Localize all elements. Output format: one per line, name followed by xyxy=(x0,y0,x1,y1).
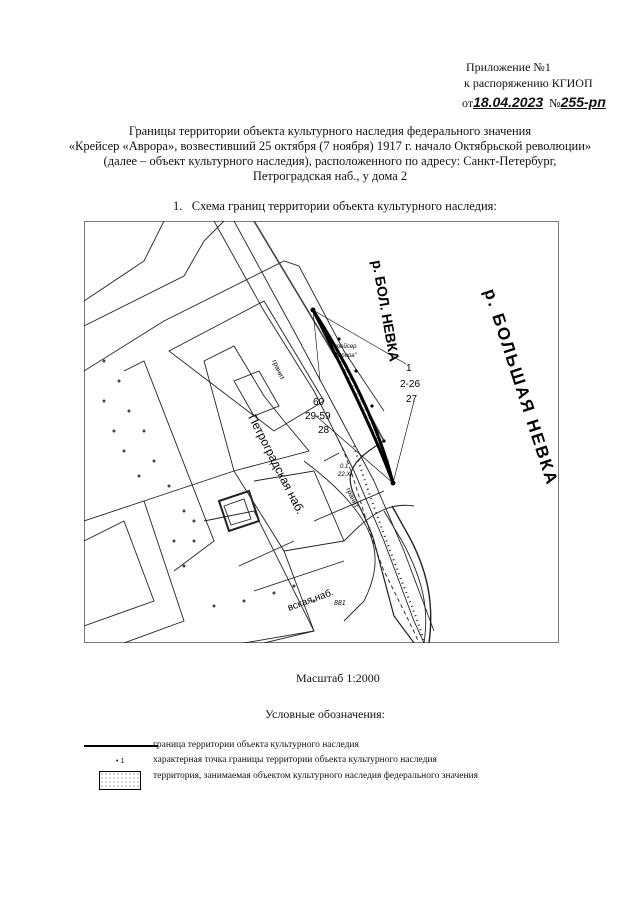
point-label-28: 28 xyxy=(318,425,330,436)
point-label-1: 1 xyxy=(406,363,412,374)
title-line-3: (далее – объект культурного наследия), р… xyxy=(103,154,557,168)
boundary-points xyxy=(310,307,396,486)
legend-line-symbol xyxy=(84,745,158,747)
depth-mark: 0.1 xyxy=(340,464,348,470)
legend-item-point: характерная точка границы территории объ… xyxy=(153,755,437,765)
legend-item-area: территория, занимаемая объектом культурн… xyxy=(153,771,478,781)
title-line-2: «Крейсер «Аврора», возвестивший 25 октяб… xyxy=(68,139,592,153)
legend-point-number: 1 xyxy=(120,758,125,765)
map-frame xyxy=(84,221,559,643)
point-label-27: 27 xyxy=(406,394,418,405)
legend-area-symbol xyxy=(99,771,141,790)
legend-point-symbol: • 1 xyxy=(116,758,125,765)
scale-label: Масштаб 1:2000 xyxy=(296,671,380,685)
boundary-map: р. БОЛ. НЕВКА р. БОЛЬШАЯ НЕВКА Петроград… xyxy=(84,221,559,643)
order-number: 255-рп xyxy=(560,94,606,110)
point-label-29-59: 29-59 xyxy=(305,411,331,422)
title-line-1: Границы территории объекта культурного н… xyxy=(128,124,532,138)
city-blocks xyxy=(84,221,435,643)
point-label-60: 60 xyxy=(313,397,325,408)
order-date-line: от18.04.2023 №255-рп xyxy=(462,94,606,112)
legend-item-boundary: граница территории объекта культурного н… xyxy=(153,740,359,750)
leader-lines xyxy=(312,309,415,484)
mark-881: 881 xyxy=(334,600,346,607)
ship-label: крейсер xyxy=(334,343,357,350)
number-prefix: № xyxy=(549,96,561,110)
legend-title: Условные обозначения: xyxy=(265,707,386,721)
order-label: к распоряжению КГИОП xyxy=(464,76,593,90)
date-prefix: от xyxy=(462,96,474,110)
section-heading: 1. Схема границ территории объекта культ… xyxy=(173,199,497,213)
depth-mark-date: 22.XI xyxy=(337,472,352,478)
title-line-4: Петроградская наб., у дома 2 xyxy=(252,169,408,183)
ship-name-label: "Аврора" xyxy=(332,353,358,359)
order-date: 18.04.2023 xyxy=(473,94,544,110)
point-label-2-26: 2-26 xyxy=(400,379,420,390)
tree-symbols xyxy=(102,359,316,608)
appendix-label: Приложение №1 xyxy=(466,60,551,74)
